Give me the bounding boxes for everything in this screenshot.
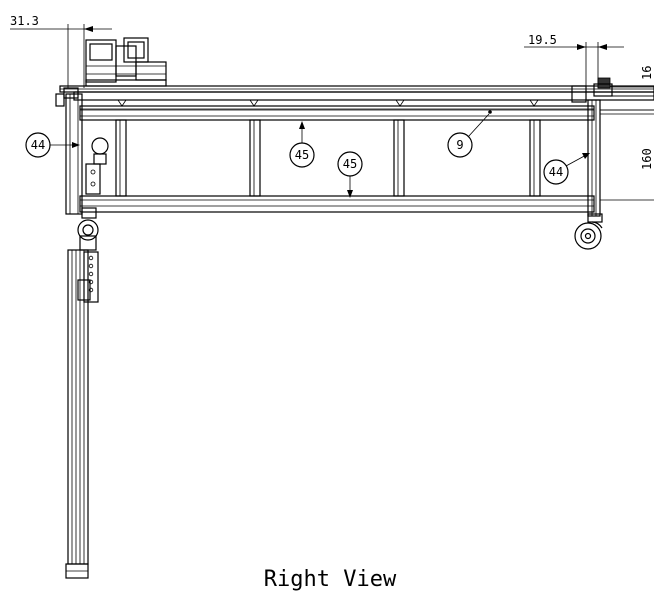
dimension-label-right-top: 16: [640, 66, 654, 80]
dimension-top-right: 19.5: [524, 33, 624, 88]
dimension-label-top-right: 19.5: [528, 33, 557, 47]
balloon-rod: 9: [447, 113, 490, 158]
left-column: [65, 219, 99, 579]
balloon-top-beam: 45: [289, 121, 315, 168]
dimension-top-left: 31.3: [10, 14, 112, 88]
balloon-label-bottom-beam: 45: [343, 157, 357, 171]
balloon-label-left-side: 44: [31, 138, 45, 152]
balloon-label-rod: 9: [456, 138, 463, 152]
balloon-left-side: 44: [25, 132, 80, 158]
caster-right: [574, 213, 603, 250]
dimension-label-top-left: 31.3: [10, 14, 39, 28]
rod: [80, 108, 594, 114]
view-title: Right View: [264, 567, 397, 592]
balloon-bottom-beam: 45: [337, 151, 363, 198]
dimension-label-right-height: 160: [640, 148, 654, 170]
dimension-right-height: 160: [600, 109, 654, 201]
balloon-right-side: 44: [543, 153, 590, 185]
main-frame: [65, 93, 601, 219]
motor-assembly: [85, 37, 167, 87]
balloon-label-right-side: 44: [549, 165, 563, 179]
balloon-label-top-beam: 45: [295, 148, 309, 162]
